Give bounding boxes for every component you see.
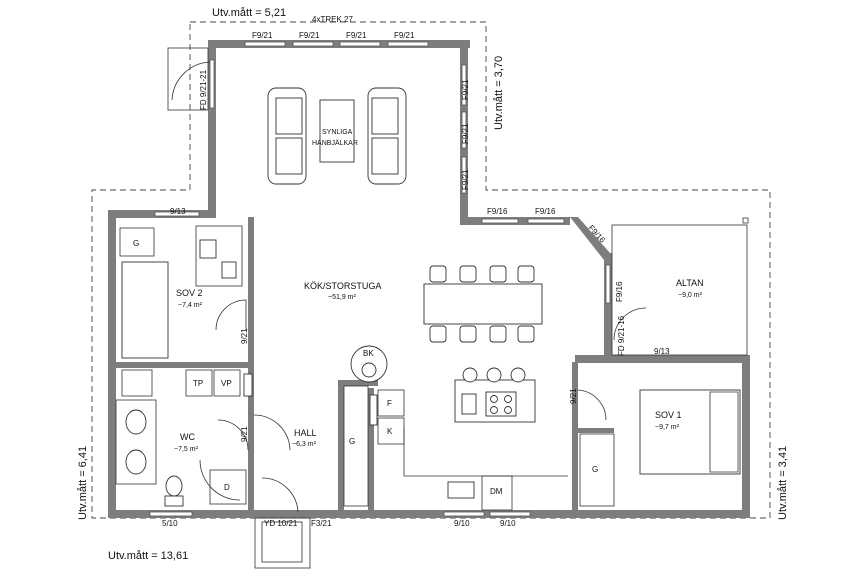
fridge-box (377, 389, 405, 417)
room-wc-area: ~7,5 m² (174, 446, 199, 453)
room-wc-name: WC (180, 432, 195, 442)
dishwasher-box (481, 475, 513, 511)
measure-top-right: Utv.mått = 3,70 (493, 56, 505, 130)
window-top-4: F9/21 (394, 31, 415, 40)
bed-sov1 (639, 389, 741, 475)
window-bottom-mid-1: 9/10 (454, 519, 470, 528)
fixture-g-sov1: G (592, 465, 598, 474)
beams-label-1: SYNLIGA (322, 129, 353, 136)
window-openings (149, 41, 611, 517)
coffee-table (319, 99, 355, 163)
dining-table (423, 283, 543, 325)
hall-closet (343, 385, 369, 507)
window-top-2: F9/21 (299, 31, 320, 40)
fixture-dm: DM (490, 487, 503, 496)
electric-panel (243, 373, 253, 397)
altan-deck-outline (611, 224, 748, 356)
room-hall-area: ~6,3 m² (292, 441, 317, 448)
window-sov2-top: 9/13 (170, 207, 186, 216)
door-altan-wall: 9/13 (654, 347, 670, 356)
wardrobe-sov2 (119, 227, 155, 257)
window-altan-side: F9/16 (615, 281, 624, 302)
window-right-1: F9/21 (461, 79, 470, 100)
dining-chairs (429, 265, 535, 343)
desk-sov2 (195, 225, 243, 287)
room-kok-area: ~51,9 m² (328, 294, 356, 301)
side-door-swing (171, 61, 211, 101)
tp-box (185, 369, 213, 397)
bed-sov1-pillows (709, 391, 739, 473)
bar-stools (462, 367, 526, 383)
wc-basin-1 (125, 409, 147, 435)
chair-sov2 (199, 239, 217, 259)
freezer-box (377, 417, 405, 445)
room-sov2-name: SOV 2 (176, 288, 203, 298)
measure-bottom: Utv.mått = 13,61 (108, 550, 188, 562)
wc-shelf (121, 369, 153, 397)
beams-label-2: HANBJÄLKAR (312, 139, 358, 147)
room-altan-name: ALTAN (676, 278, 704, 288)
window-bottom-mid-2: 9/10 (500, 519, 516, 528)
room-sov1-name: SOV 1 (655, 410, 682, 420)
room-altan-area: ~9,0 m² (678, 292, 703, 299)
fixture-k: K (387, 427, 393, 436)
door-swings (199, 299, 647, 513)
chair2-sov2 (221, 261, 237, 279)
outer-dashed-outline (91, 21, 771, 519)
altan-post (742, 217, 749, 224)
sofa-right (367, 87, 407, 185)
vent-strip (369, 394, 378, 426)
room-kok-name: KÖK/STORSTUGA (304, 281, 381, 291)
kitchen-sink (447, 481, 475, 499)
window-mid-1: F9/16 (487, 207, 508, 216)
door-fd-altan: FD 9/21-16 (617, 315, 626, 356)
fixture-tp: TP (193, 379, 203, 388)
kitchen-counter (403, 428, 568, 477)
room-sov1-area: ~9,7 m² (655, 424, 680, 431)
window-right-3: F9/21 (461, 169, 470, 190)
window-right-2: F9/21 (461, 123, 470, 144)
measure-right: Utv.mått = 3,41 (777, 446, 789, 520)
measure-top: Utv.mått = 5,21 (212, 7, 286, 19)
front-door-label: YD 10/21 (264, 519, 298, 528)
sofa-left (267, 87, 307, 185)
window-top-3: F9/21 (346, 31, 367, 40)
front-step (254, 517, 311, 569)
bed-sov2 (121, 261, 169, 359)
window-f3: F3/21 (311, 519, 332, 528)
fixture-f: F (387, 399, 392, 408)
fixture-vp: VP (221, 379, 232, 388)
window-top-1: F9/21 (252, 31, 273, 40)
vp-box (213, 369, 241, 397)
fixture-bk: BK (363, 349, 374, 358)
wardrobe-sov1 (579, 433, 615, 507)
window-mid-2: F9/16 (535, 207, 556, 216)
fixture-d: D (224, 483, 230, 492)
door-sov1: 9/21 (569, 388, 578, 404)
island-sink (461, 393, 477, 415)
fixture-g-hall: G (349, 437, 355, 446)
wc-basin-2 (125, 449, 147, 475)
fixture-g-sov2: G (133, 239, 139, 248)
wc-d-cabinet (209, 469, 247, 505)
room-sov2-area: ~7,4 m² (178, 302, 203, 309)
window-bottom-left: 5/10 (162, 519, 178, 528)
fireplace-icon (350, 345, 388, 383)
door-fd-left: FD 9/21-21 (199, 69, 208, 110)
door-sov2: 9/21 (240, 328, 249, 344)
side-door-step (167, 47, 209, 111)
front-step-inner (261, 521, 303, 563)
toilet-icon (164, 475, 184, 507)
truss-label: 4xTREK 27 (312, 15, 353, 24)
stove-icon (485, 391, 517, 417)
wc-counter (115, 399, 157, 485)
measure-left: Utv.mått = 6,41 (77, 446, 89, 520)
room-hall-name: HALL (294, 428, 317, 438)
door-wc: 9/21 (240, 426, 249, 442)
